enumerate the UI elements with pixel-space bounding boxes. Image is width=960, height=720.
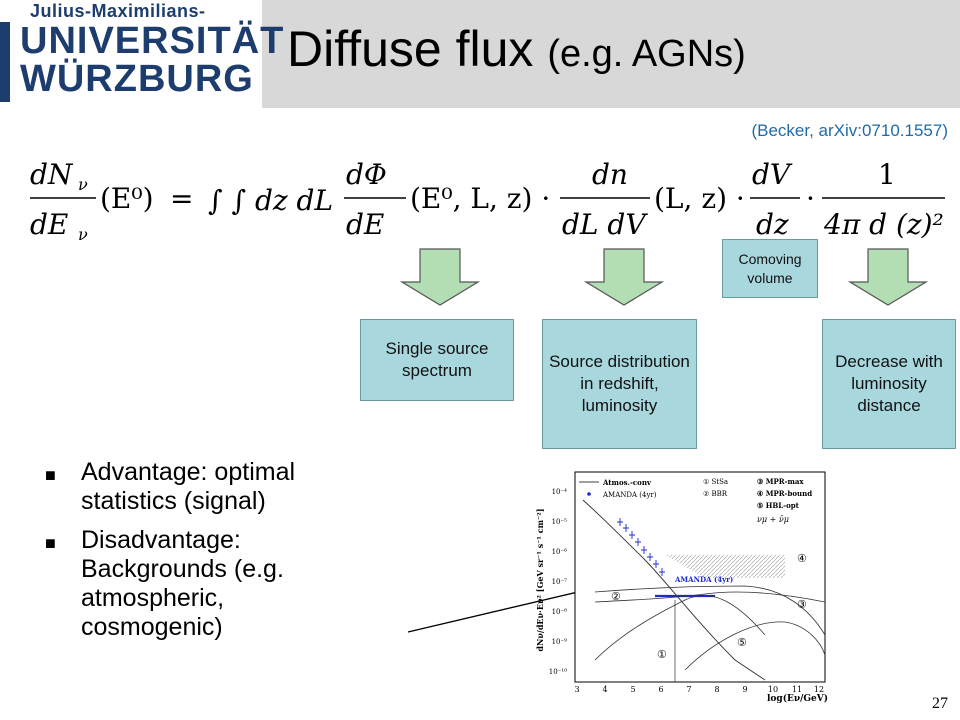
legend-item: ⑤ HBL-opt	[757, 501, 800, 510]
eq-last-den: 4π d (z)²	[823, 208, 944, 241]
annotation-comoving-volume: Comoving volume	[722, 239, 818, 298]
eq-lhs-den: dE	[30, 208, 68, 241]
logo-line-wuerzburg: WÜRZBURG	[20, 58, 254, 100]
logo-line-universitaet: UNIVERSITÄT	[20, 20, 285, 62]
arrow-down-icon	[848, 248, 928, 306]
plot-ylabel: dNν/dEν·Eν² [GeV sr⁻¹ s⁻¹ cm⁻²]	[535, 508, 545, 651]
eq-dv-num: dV	[752, 158, 793, 191]
legend-nu-label: νμ + ν̄μ	[757, 515, 789, 524]
citation: (Becker, arXiv:0710.1557)	[751, 121, 948, 140]
bullet-advantage: ■ Advantage: optimal statistics (signal)	[45, 458, 365, 516]
curve-label: ②	[611, 590, 621, 603]
logo-subtitle: Julius-Maximilians-	[30, 1, 206, 21]
eq-lhs-arg: (E⁰)	[100, 182, 154, 215]
xtick-label: 5	[630, 685, 635, 694]
xtick-label: 3	[574, 685, 579, 694]
legend-item: ② BBR	[703, 490, 728, 498]
curve-label: ④	[797, 552, 807, 565]
bullet-disadvantage: ■ Disadvantage: Backgrounds (e.g. atmosp…	[45, 526, 365, 642]
xtick-label: 7	[686, 685, 691, 694]
legend-amanda: AMANDA (4yr)	[602, 491, 657, 499]
model-curve-3	[594, 585, 826, 636]
legend-item: ③ MPR-max	[757, 477, 804, 486]
eq-equals: =	[170, 182, 193, 215]
xtick-label: 10	[768, 685, 778, 694]
university-logo: Julius-Maximilians- UNIVERSITÄT WÜRZBURG	[0, 0, 283, 108]
bullet-square-icon: ■	[45, 465, 56, 485]
plot-legend-right: ① StSa ② BBR ③ MPR-max ④ MPR-bound ⑤ HBL…	[703, 477, 812, 524]
plot-curve-labels: ① ② ③ ④ ⑤	[611, 552, 807, 661]
eq-dv-den: dz	[756, 208, 789, 241]
eq-dn-arg: (L, z) ·	[654, 182, 745, 215]
plot-yticks: 10⁻⁴ 10⁻⁵ 10⁻⁶ 10⁻⁷ 10⁻⁸ 10⁻⁹ 10⁻¹⁰	[549, 488, 567, 676]
xtick-label: 8	[714, 685, 719, 694]
arrow-down-icon	[400, 248, 480, 306]
eq-integrals: ∫ ∫ dz dL	[208, 184, 333, 217]
bullet-square-icon: ■	[45, 533, 56, 553]
model-curve-5	[684, 621, 826, 671]
logo-bar	[0, 22, 10, 102]
bullet-text: Disadvantage: Backgrounds (e.g. atmosphe…	[81, 526, 284, 641]
eq-dphi-arg: (E⁰, L, z) ·	[410, 182, 550, 215]
xtick-label: 4	[602, 685, 607, 694]
ytick-label: 10⁻⁷	[552, 578, 568, 586]
page-number: 27	[932, 695, 948, 712]
eq-dn-num: dn	[592, 158, 628, 191]
annotation-luminosity-distance: Decrease with luminosity distance	[822, 319, 956, 449]
legend-atmos: Atmos.-conv	[602, 478, 652, 487]
ytick-label: 10⁻¹⁰	[549, 668, 567, 676]
slide-title: Diffuse flux (e.g. AGNs)	[287, 20, 746, 78]
ytick-label: 10⁻⁶	[552, 548, 568, 556]
annotation-source-distribution: Source distribution in redshift, luminos…	[542, 319, 697, 449]
bullet-text: Advantage: optimal statistics (signal)	[81, 458, 296, 515]
plot-xlabel: log(Eν/GeV)	[767, 693, 828, 704]
eq-dn-den: dL dV	[562, 208, 648, 241]
model-curve-1	[594, 595, 766, 661]
title-paren: (e.g. AGNs)	[547, 33, 746, 75]
eq-one: 1	[878, 158, 896, 191]
plot-xticks: 3 4 5 6 7 8 9 10 11 12	[574, 685, 824, 694]
svg-text:ν: ν	[78, 225, 88, 244]
ytick-label: 10⁻⁹	[552, 638, 568, 646]
curve-label: ①	[657, 648, 667, 661]
plot-legend-left: Atmos.-conv AMANDA (4yr)	[579, 478, 657, 499]
xtick-label: 9	[742, 685, 747, 694]
legend-item: ① StSa	[703, 478, 728, 486]
eq-lhs-num: dN	[30, 158, 74, 191]
amanda-label: AMANDA (4yr)	[674, 575, 733, 584]
amanda-points	[617, 518, 665, 576]
arrow-down-icon	[584, 248, 664, 306]
eq-dphi-num: dΦ	[346, 158, 387, 191]
xtick-label: 12	[814, 685, 824, 694]
flux-equation: dN ν dE ν (E⁰) = ∫ ∫ dz dL dΦ dE (E⁰, L,…	[30, 158, 945, 244]
atmospheric-curve	[582, 499, 766, 681]
eq-dphi-den: dE	[346, 208, 384, 241]
curve-label: ③	[797, 598, 807, 611]
hatched-excluded-region	[665, 555, 785, 578]
svg-text:ν: ν	[78, 175, 88, 194]
bullet-list: ■ Advantage: optimal statistics (signal)…	[45, 458, 365, 652]
flux-limit-plot: dNν/dEν·Eν² [GeV sr⁻¹ s⁻¹ cm⁻²] log(Eν/G…	[535, 471, 828, 704]
xtick-label: 6	[658, 685, 663, 694]
curve-label: ⑤	[737, 636, 747, 649]
ytick-label: 10⁻⁴	[552, 488, 568, 496]
xtick-label: 11	[792, 685, 802, 694]
legend-item: ④ MPR-bound	[757, 489, 812, 498]
svg-text:·: ·	[806, 182, 815, 215]
title-main: Diffuse flux	[287, 21, 534, 77]
ytick-label: 10⁻⁵	[552, 518, 568, 526]
annotation-single-source: Single source spectrum	[360, 319, 514, 401]
ytick-label: 10⁻⁸	[552, 608, 568, 616]
